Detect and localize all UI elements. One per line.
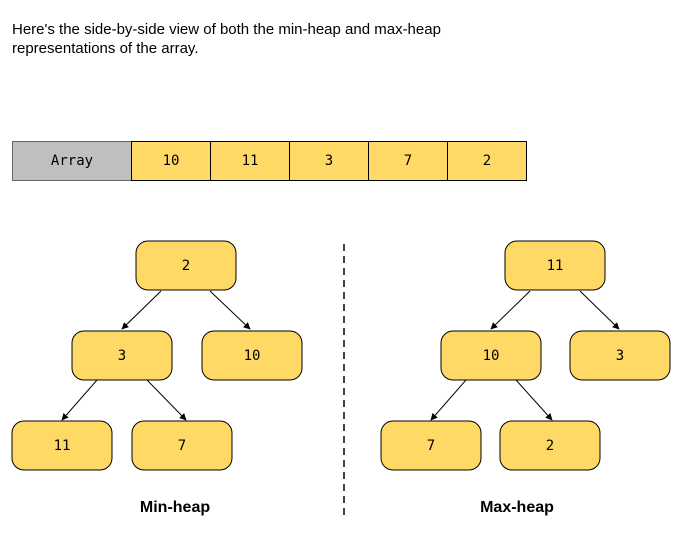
node-value: 3: [118, 348, 126, 364]
max-heap-node: 3: [569, 330, 671, 381]
array-row: Array 10 11 3 7 2: [12, 141, 527, 181]
max-heap-node-root: 11: [504, 240, 606, 291]
min-heap-node: 7: [131, 420, 233, 471]
node-value: 2: [546, 438, 554, 454]
node-value: 11: [54, 438, 71, 454]
min-heap-caption: Min-heap: [140, 499, 210, 516]
array-cell: 11: [210, 141, 290, 181]
min-heap-edge: [61, 379, 98, 421]
min-heap-node: 11: [11, 420, 113, 471]
node-value: 7: [427, 438, 435, 454]
node-value: 3: [616, 348, 624, 364]
node-value: 10: [244, 348, 261, 364]
min-heap-node: 3: [71, 330, 173, 381]
node-value: 10: [483, 348, 500, 364]
max-heap-edge: [430, 379, 467, 421]
array-cell: 2: [447, 141, 527, 181]
node-value: 2: [182, 258, 190, 274]
max-heap-node: 10: [440, 330, 542, 381]
array-cell: 10: [131, 141, 211, 181]
array-label-cell: Array: [12, 141, 132, 181]
max-heap-edge: [579, 290, 620, 330]
min-heap-node: 10: [201, 330, 303, 381]
min-heap-node-root: 2: [135, 240, 237, 291]
min-heap-edge: [121, 290, 162, 330]
min-heap-edge: [209, 290, 251, 330]
max-heap-caption: Max-heap: [480, 499, 554, 516]
max-heap-node: 7: [380, 420, 482, 471]
min-heap-tree: 2 3 10 11 7 Min-heap: [11, 240, 303, 516]
node-value: 7: [178, 438, 186, 454]
min-heap-edge: [146, 379, 187, 421]
intro-text: Here's the side-by-side view of both the…: [12, 21, 441, 57]
node-value: 11: [547, 258, 564, 274]
max-heap-edge: [515, 379, 553, 421]
max-heap-node: 2: [499, 420, 601, 471]
array-cell: 7: [368, 141, 448, 181]
max-heap-edge: [490, 290, 531, 330]
max-heap-tree: 11 10 3 7 2 Max-heap: [380, 240, 671, 516]
